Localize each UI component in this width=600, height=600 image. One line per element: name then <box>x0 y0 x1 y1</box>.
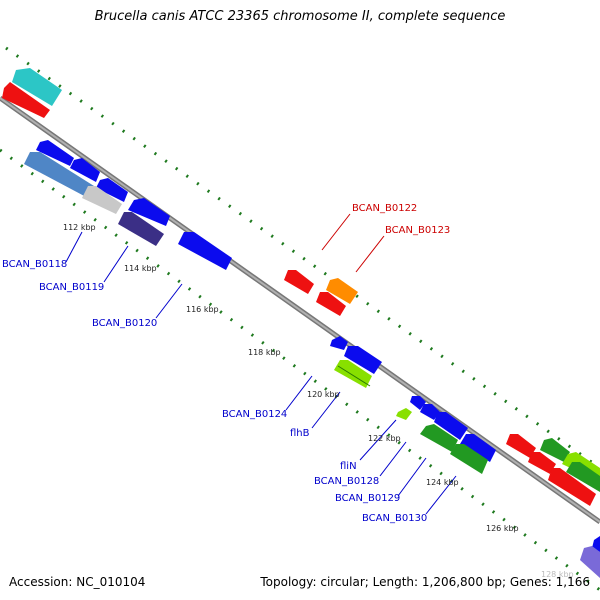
gene-label[interactable]: flhB <box>290 428 310 439</box>
gene-blue-1[interactable] <box>36 140 74 166</box>
kbp-tick-labels: 112 kbp 114 kbp 116 kbp 118 kbp 120 kbp … <box>63 223 574 579</box>
gene-blue-4[interactable] <box>128 198 170 226</box>
gene-cyan-top[interactable] <box>12 68 62 106</box>
gene-blue-11[interactable] <box>460 434 496 462</box>
gene-lightgreen-small[interactable] <box>396 408 412 420</box>
gene-blue-5[interactable] <box>178 232 232 270</box>
tick-label: 112 kbp <box>63 223 96 232</box>
gene-blue-9[interactable] <box>420 404 440 420</box>
map-title: Brucella canis ATCC 23365 chromosome II,… <box>94 9 506 24</box>
gene-darkgreen-1[interactable] <box>420 424 458 452</box>
gene-blue-2[interactable] <box>70 158 100 182</box>
gene-label[interactable]: fliN <box>340 461 357 472</box>
gene-label[interactable]: BCAN_B0130 <box>362 513 427 524</box>
tick-label: 122 kbp <box>368 434 401 443</box>
gene-label[interactable]: BCAN_B0122 <box>352 203 417 214</box>
gene-violet-edge[interactable] <box>580 546 600 578</box>
tick-label: 118 kbp <box>248 348 281 357</box>
gene-red-mid-2[interactable] <box>316 292 346 316</box>
gene-label[interactable]: BCAN_B0123 <box>385 225 450 236</box>
gene-red-right-3[interactable] <box>548 468 596 506</box>
gene-red-mid-1[interactable] <box>284 270 314 294</box>
gene-darkgreen-4[interactable] <box>566 462 600 492</box>
gene-steelblue[interactable] <box>24 152 94 198</box>
gene-label[interactable]: BCAN_B0124 <box>222 409 287 420</box>
gene-darkgreen-3[interactable] <box>540 438 570 462</box>
gene-labels: BCAN_B0118 BCAN_B0119 BCAN_B0120 BCAN_B0… <box>2 203 450 524</box>
label-leaders <box>65 213 457 515</box>
guide-ring-outer <box>5 46 600 470</box>
gene-red-right-1[interactable] <box>506 434 536 458</box>
tick-label: 114 kbp <box>124 264 157 273</box>
tick-label: 124 kbp <box>426 478 459 487</box>
gene-darkgreen-2[interactable] <box>450 444 488 474</box>
tick-label: 116 kbp <box>186 305 219 314</box>
gene-navy[interactable] <box>118 212 164 246</box>
gene-red-right-2[interactable] <box>528 452 556 474</box>
gene-blue-3[interactable] <box>96 178 128 202</box>
gene-label[interactable]: BCAN_B0129 <box>335 493 400 504</box>
chromosome-backbone <box>0 95 600 525</box>
gene-label[interactable]: BCAN_B0119 <box>39 282 104 293</box>
gene-label[interactable]: BCAN_B0120 <box>92 318 157 329</box>
gene-blue-6[interactable] <box>330 336 348 350</box>
tick-label: 128 kbp <box>541 570 574 579</box>
gene-blue-10[interactable] <box>434 412 468 440</box>
gene-orange[interactable] <box>326 278 358 304</box>
gene-label[interactable]: BCAN_B0128 <box>314 476 379 487</box>
gene-grey[interactable] <box>82 186 122 214</box>
tick-label: 126 kbp <box>486 524 519 533</box>
tick-label: 120 kbp <box>307 390 340 399</box>
gene-blue-7[interactable] <box>344 346 382 374</box>
gene-lightgreen-1[interactable] <box>334 360 372 388</box>
gene-blue-8[interactable] <box>410 396 426 410</box>
accession-label: Accession: NC_010104 <box>9 575 146 589</box>
gene-label[interactable]: BCAN_B0118 <box>2 259 67 270</box>
gene-red-top[interactable] <box>2 82 50 118</box>
topology-summary: Topology: circular; Length: 1,206,800 bp… <box>260 575 590 589</box>
